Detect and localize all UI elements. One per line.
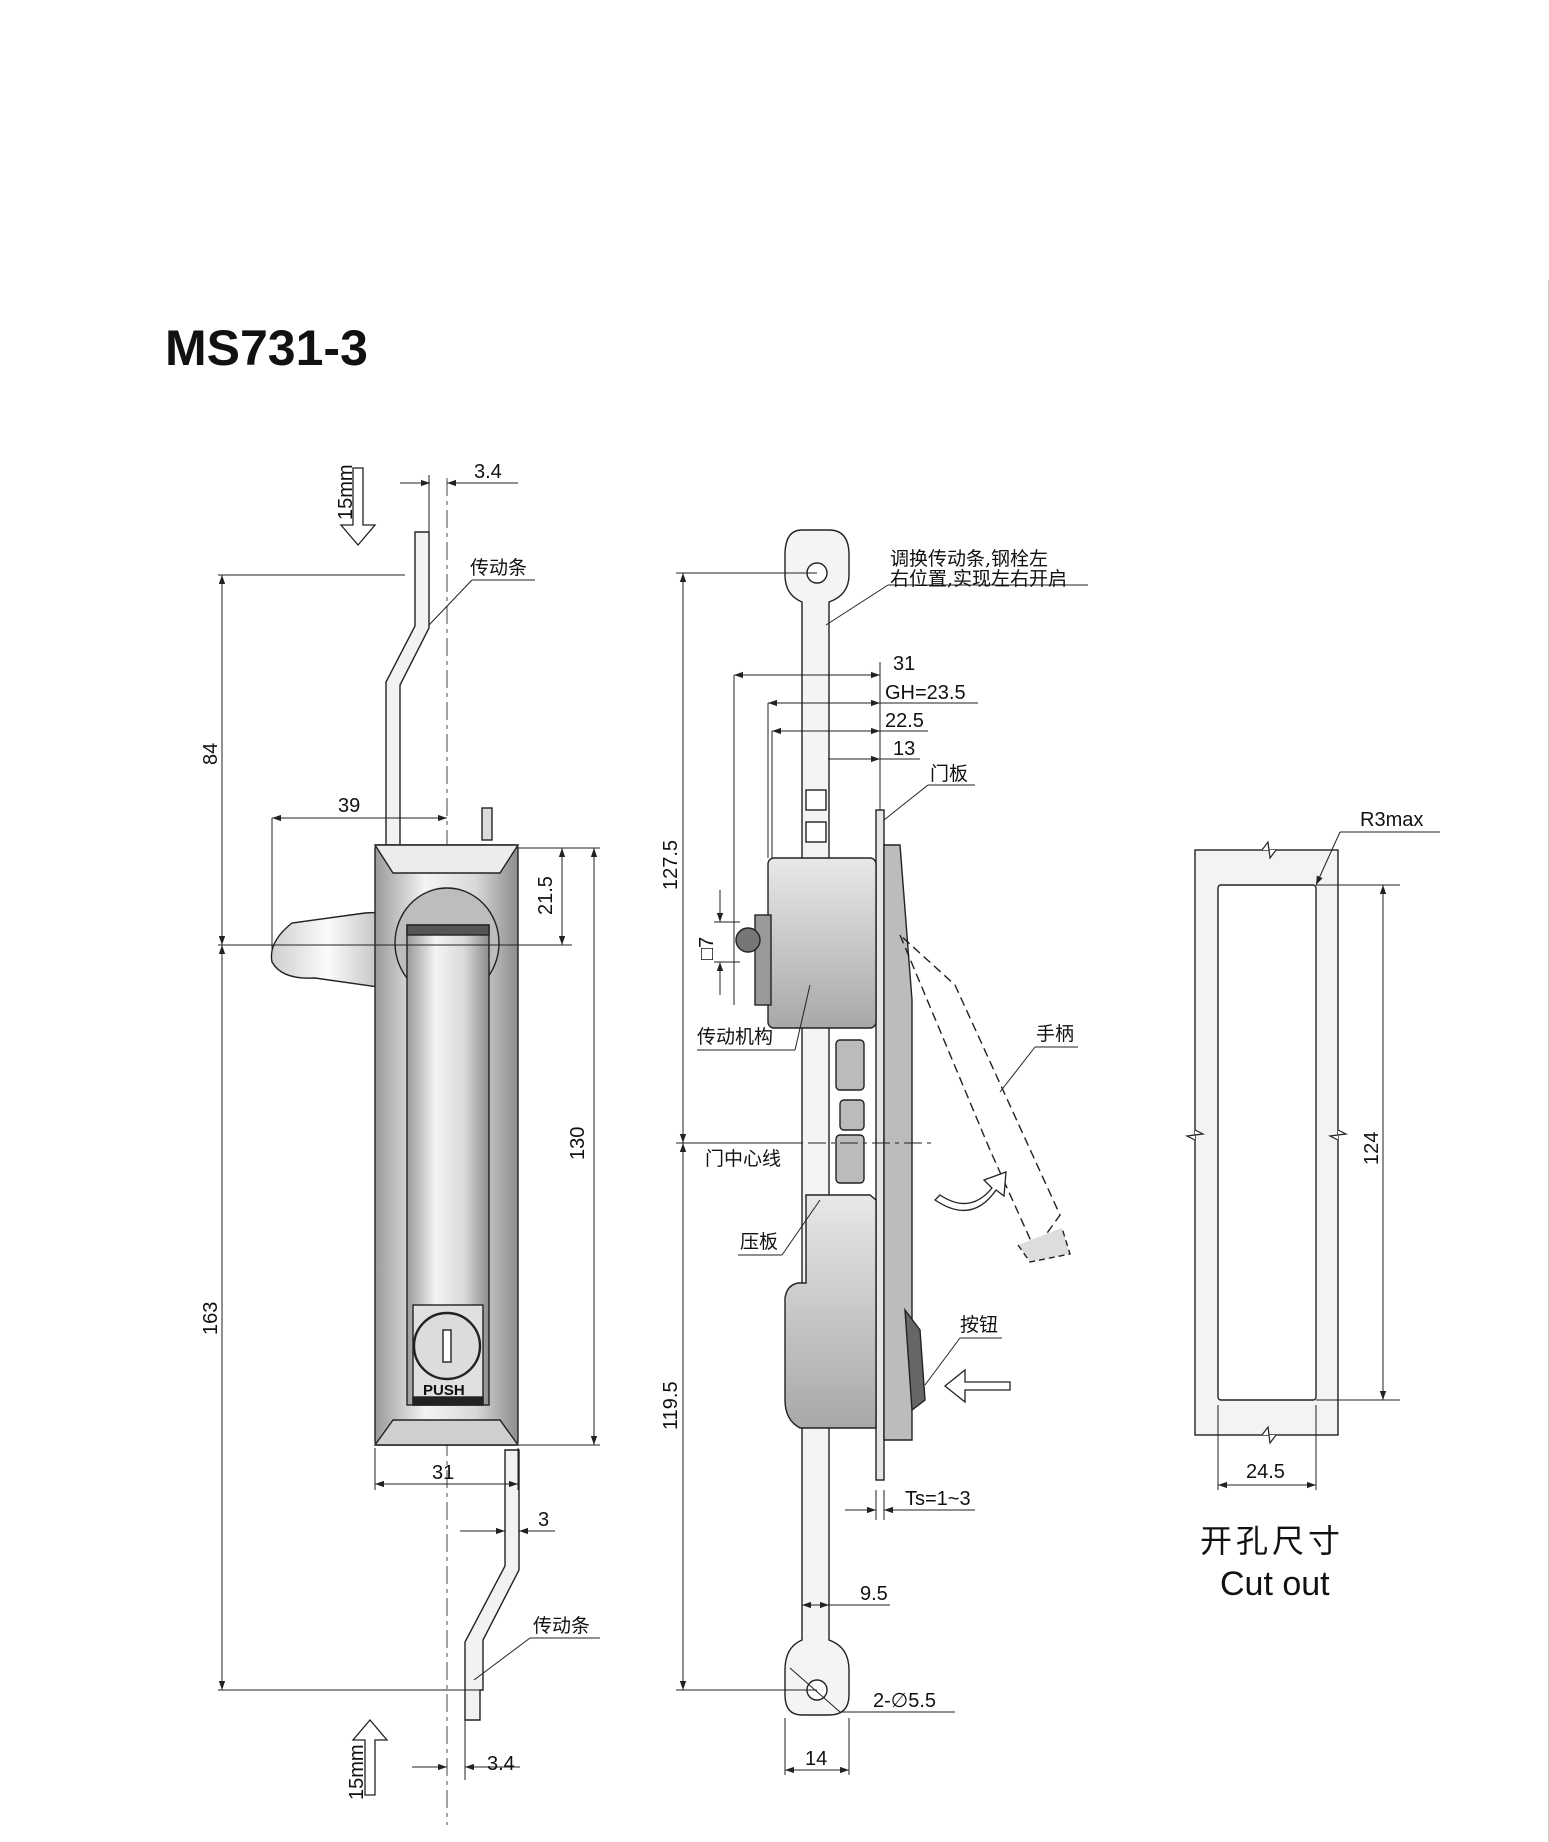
dim-127-5: 127.5 bbox=[660, 840, 682, 890]
cutout-view bbox=[1184, 840, 1349, 1445]
pin bbox=[481, 807, 493, 841]
push-arrow-icon bbox=[943, 1368, 1011, 1404]
travel-arrows bbox=[339, 467, 389, 1796]
drawing-title: MS731-3 bbox=[165, 320, 368, 376]
front-dimensions bbox=[218, 475, 600, 1780]
clamp-housing bbox=[784, 1194, 877, 1429]
dim-radius: R3max bbox=[1360, 809, 1423, 831]
dim-rod-offset-top: 3.4 bbox=[474, 461, 502, 483]
dim-rod-offset-bottom: 3.4 bbox=[487, 1753, 515, 1775]
travel-top-label: 15mm bbox=[335, 464, 357, 520]
dim-rod-thickness: 3 bbox=[538, 1509, 549, 1531]
label-handle: 手柄 bbox=[1036, 1023, 1074, 1045]
dim-9-5: 9.5 bbox=[860, 1583, 888, 1605]
label-rod-top: 传动条 bbox=[470, 557, 527, 579]
bottom-rod bbox=[464, 1449, 520, 1721]
up-arrow-icon bbox=[351, 1718, 389, 1796]
travel-bottom-label: 15mm bbox=[346, 1744, 368, 1800]
dim-31-side: 31 bbox=[893, 653, 915, 675]
dim-cutout-height: 124 bbox=[1361, 1132, 1383, 1165]
dim-22-5: 22.5 bbox=[885, 710, 924, 732]
label-door-panel: 门板 bbox=[930, 763, 968, 785]
dim-body-height: 130 bbox=[567, 1127, 589, 1160]
dim-holes: 2-∅5.5 bbox=[873, 1690, 936, 1712]
button-side bbox=[904, 1307, 926, 1412]
dim-cutout-width: 24.5 bbox=[1246, 1461, 1285, 1483]
label-door-centerline: 门中心线 bbox=[705, 1148, 781, 1170]
dim-119-5: 119.5 bbox=[660, 1381, 682, 1430]
handle-lever bbox=[270, 911, 386, 989]
dim-handle-reach: 39 bbox=[338, 795, 360, 817]
dim-upper-length: 84 bbox=[200, 743, 222, 765]
label-button: 按钮 bbox=[960, 1314, 998, 1336]
label-mechanism: 传动机构 bbox=[697, 1026, 773, 1048]
side-dimensions bbox=[676, 572, 1088, 1775]
label-rod-bottom: 传动条 bbox=[533, 1615, 590, 1637]
push-label: PUSH bbox=[423, 1382, 465, 1399]
mechanism-block bbox=[767, 857, 877, 1029]
cutout-dimensions bbox=[1217, 831, 1440, 1490]
dim-square-7: □7 bbox=[696, 937, 718, 960]
door-panel bbox=[875, 809, 885, 1481]
side-view bbox=[680, 529, 1071, 1716]
dim-14: 14 bbox=[805, 1748, 827, 1770]
dim-ts: Ts=1~3 bbox=[905, 1488, 971, 1510]
cutout-caption-en: Cut out bbox=[1220, 1565, 1330, 1603]
note-swap-line2: 右位置,实现左右开启 bbox=[890, 568, 1067, 590]
note-swap-line1: 调换传动条,钢栓左 bbox=[890, 548, 1048, 570]
dim-13: 13 bbox=[893, 738, 915, 760]
rotate-arrow-icon bbox=[933, 1171, 1007, 1212]
top-rod bbox=[385, 531, 430, 861]
label-clamp-plate: 压板 bbox=[740, 1231, 778, 1253]
side-rod bbox=[784, 529, 850, 1716]
dim-head-to-center: 21.5 bbox=[535, 876, 557, 915]
cutout-opening bbox=[1217, 884, 1317, 1401]
dim-gh: GH=23.5 bbox=[885, 682, 966, 704]
handle-open-ghost bbox=[899, 934, 1061, 1252]
down-arrow-icon bbox=[339, 467, 377, 547]
cutout-caption-cn: 开孔尺寸 bbox=[1200, 1522, 1344, 1560]
dim-lower-length: 163 bbox=[200, 1302, 222, 1335]
dim-body-width: 31 bbox=[432, 1462, 454, 1484]
front-view bbox=[270, 478, 520, 1825]
